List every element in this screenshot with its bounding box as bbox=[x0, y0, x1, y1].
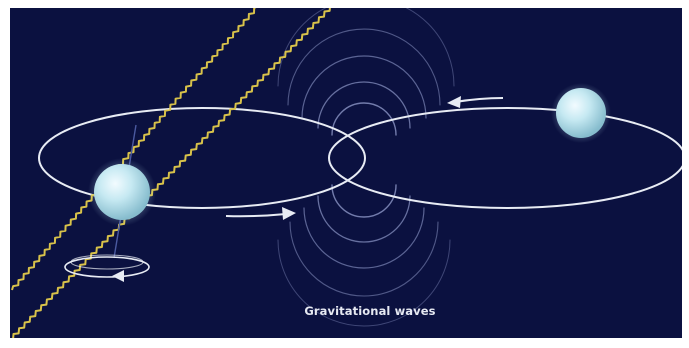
jet-beam-icon bbox=[11, 8, 331, 338]
wave-rings-bottom bbox=[277, 184, 451, 327]
star-icon bbox=[88, 158, 156, 226]
orbit-right bbox=[328, 107, 682, 209]
diagram-caption: Gravitational waves bbox=[304, 304, 436, 318]
wave-rings-top bbox=[277, 8, 455, 136]
orbit-arrow-icon bbox=[447, 96, 504, 108]
star-icon bbox=[551, 83, 611, 143]
orbit-arrow-icon bbox=[225, 207, 296, 220]
orbit-left bbox=[38, 107, 366, 209]
spin-arrow-icon bbox=[64, 254, 150, 282]
